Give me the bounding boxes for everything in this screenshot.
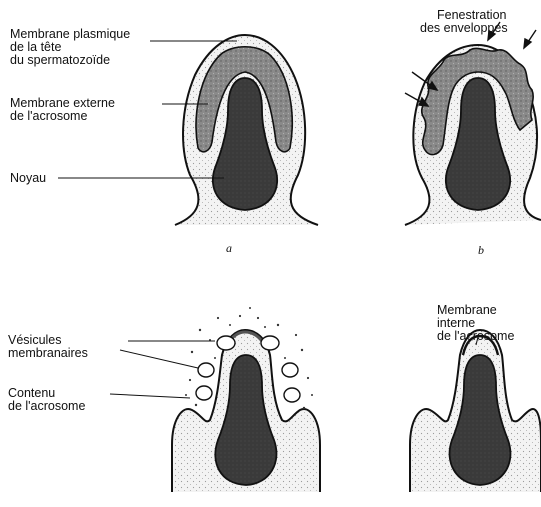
label-membrane-externe: Membrane externe de l'acrosome — [10, 96, 118, 123]
label-noyau: Noyau — [10, 171, 46, 185]
panel-letter-a: a — [226, 241, 232, 255]
label-membrane-interne: Membrane interne de l'acrosome — [437, 303, 514, 343]
label-fenestration: Fenestration des enveloppes — [420, 8, 510, 35]
label-membrane-plasmique: Membrane plasmique de la tête du spermat… — [10, 27, 134, 67]
panel-d — [410, 330, 541, 492]
panel-c — [172, 307, 320, 492]
panel-b: b — [405, 22, 541, 257]
panel-letter-b: b — [478, 243, 484, 257]
label-vesicules: Vésicules membranaires — [8, 333, 88, 360]
label-contenu: Contenu de l'acrosome — [8, 386, 85, 413]
panel-a: a — [175, 35, 318, 255]
